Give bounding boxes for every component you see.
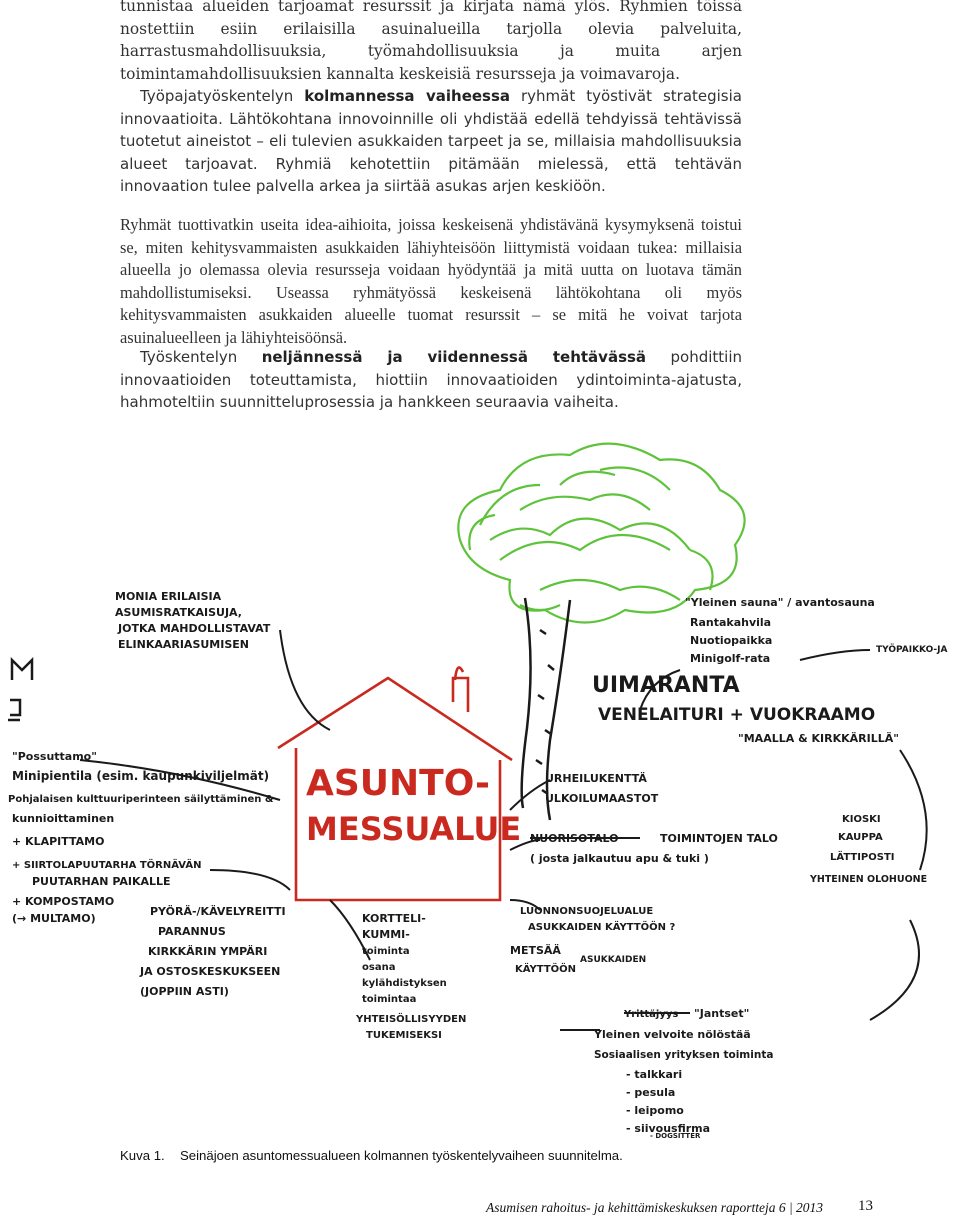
sports-line-2: ULKOILUMAASTOT [545, 792, 659, 805]
bottomleft-line-3: KIRKKÄRIN YMPÄRI [148, 944, 267, 958]
bottomcenter-line-6: toimintaa [362, 994, 416, 1005]
bottomcenter-line-5: kylähdistyksen [362, 978, 447, 989]
paragraph-4-bold: neljännessä ja viidennessä tehtävässä [261, 348, 647, 366]
figure-label: Kuva 1. [120, 1148, 165, 1163]
nature-line-1: LUONNONSUOJELUALUE [520, 906, 653, 917]
bottomleft-line-1: PYÖRÄ-/KÄVELYREITTI [150, 904, 286, 918]
arrow-lines [79, 629, 928, 1031]
bottomcenter-line-3: toiminta [362, 946, 410, 957]
bottomcenter-line-7: YHTEISÖLLISYYDEN [355, 1011, 466, 1025]
jantset-title: "Jantset" [694, 1007, 749, 1020]
tree-drawing [457, 442, 746, 821]
forest-line-1: METSÄÄ [510, 943, 561, 957]
nature-line-2: ASUKKAIDEN KÄYTTÖÖN ? [528, 919, 675, 933]
paragraph-3: Ryhmät tuottivatkin useita idea-aihioita… [120, 215, 742, 347]
forest-line-2: KÄYTTÖÖN [515, 961, 576, 975]
paragraph-4: Työskentelyn neljännessä ja viidennessä … [120, 346, 742, 414]
bottomleft-line-4: JA OSTOSKESKUKSEEN [139, 965, 280, 978]
page-number: 13 [858, 1198, 873, 1214]
topleft-line-4: ELINKAARIASUMISEN [118, 638, 249, 651]
left-line-3: Pohjalaisen kulttuuriperinteen säilyttäm… [8, 794, 274, 805]
kiosk-line-4: YHTEINEN OLOHUONE [809, 874, 927, 885]
page-footer: Asumisen rahoitus- ja kehittämiskeskukse… [486, 1200, 824, 1215]
jantset-strike: Yrittäjyys [623, 1009, 678, 1020]
topright-line-3: Nuotiopaikka [690, 634, 772, 647]
kiosk-line-1: KIOSKI [842, 814, 881, 825]
paragraph-2-rest: ryhmät työstivät strategisia innovaatioi… [120, 87, 742, 196]
paragraph-4-rest: pohdittiin innovaatioiden toteuttamista,… [120, 348, 742, 412]
jantset-line-4: - talkkari [626, 1068, 682, 1081]
sports-line-1: URHEILUKENTTÄ [545, 771, 647, 785]
left-line-8: + KOMPOSTAMO [12, 895, 114, 908]
left-line-5: + KLAPITTAMO [12, 835, 104, 848]
jantset-line-8: - DOGSITTER [650, 1132, 701, 1140]
left-line-4: kunnioittaminen [12, 812, 114, 825]
bottomcenter-line-2: KUMMI- [362, 928, 410, 941]
edge-doodle [8, 656, 34, 722]
kiosk-line-2: KAUPPA [838, 832, 883, 843]
beach-line-1: UIMARANTA [592, 673, 740, 698]
paragraph-4-start: Työskentelyn [140, 348, 262, 366]
paragraph-2-bold: kolmannessa vaiheessa [304, 87, 511, 105]
left-line-1: "Possuttamo" [12, 750, 97, 763]
bottomleft-line-5: (JOPPIIN ASTI) [140, 985, 229, 998]
topright-line-1: "Yleinen sauna" / avantosauna [685, 596, 875, 609]
jantset-line-7: - siivousfirma [626, 1122, 710, 1135]
left-line-2: Minipientila (esim. kaupunkiviljelmät) [12, 769, 269, 783]
topleft-line-2: ASUMISRATKAISUJA, [115, 606, 242, 619]
topleft-line-1: MONIA ERILAISIA [115, 590, 222, 603]
jantset-line-6: - leipomo [626, 1104, 684, 1117]
house-title-line2: MESSUALUE [306, 810, 521, 848]
figure-caption-text: Seinäjoen asuntomessualueen kolmannen ty… [180, 1148, 623, 1163]
bottomcenter-line-4: osana [362, 962, 395, 973]
left-line-9: (→ MULTAMO) [12, 912, 96, 925]
house-title-line1: ASUNTO- [306, 763, 490, 804]
activity-house: TOIMINTOJEN TALO [660, 832, 778, 845]
paragraph-1: tunnistaa alueiden tarjoamat resurssit j… [120, 0, 742, 83]
left-line-6: + SIIRTOLAPUUTARHA TÖRNÄVÄN [12, 857, 201, 871]
sketch-figure: ASUNTO- MESSUALUE MONIA ERILAISIA ASUMIS… [8, 442, 948, 1140]
forest-line-3: ASUKKAIDEN [580, 955, 646, 965]
left-line-7: PUUTARHAN PAIKALLE [32, 875, 171, 888]
figure-caption: Kuva 1. Seinäjoen asuntomessualueen kolma… [120, 1148, 623, 1163]
activity-house-note: ( josta jalkautuu apu & tuki ) [530, 852, 709, 865]
jantset-line-5: - pesula [626, 1086, 675, 1099]
bottomcenter-line-8: TUKEMISEKSI [366, 1030, 442, 1041]
topright-line-4: Minigolf-rata [690, 652, 770, 665]
bottomleft-line-2: PARANNUS [158, 925, 226, 938]
beach-line-2: VENELAITURI + VUOKRAAMO [598, 705, 875, 725]
kiosk-line-3: LÄTTIPOSTI [830, 849, 895, 863]
house-drawing [277, 666, 513, 902]
bottomcenter-line-1: KORTTELI- [362, 912, 426, 925]
beach-line-3: "MAALLA & KIRKKÄRILLÄ" [738, 731, 899, 745]
topleft-line-3: JOTKA MAHDOLLISTAVAT [117, 622, 271, 635]
paragraph-2-start: Työpajatyöskentelyn [140, 87, 305, 105]
jantset-line-3: Sosiaalisen yrityksen toiminta [594, 1049, 773, 1061]
topright-line-2: Rantakahvila [690, 616, 771, 629]
jantset-line-2: Yleinen velvoite nölöstää [593, 1028, 751, 1041]
topright-workplaces: TYÖPAIKKO-JA [876, 644, 948, 655]
paragraph-2: Työpajatyöskentelyn kolmannessa vaiheess… [120, 85, 742, 198]
